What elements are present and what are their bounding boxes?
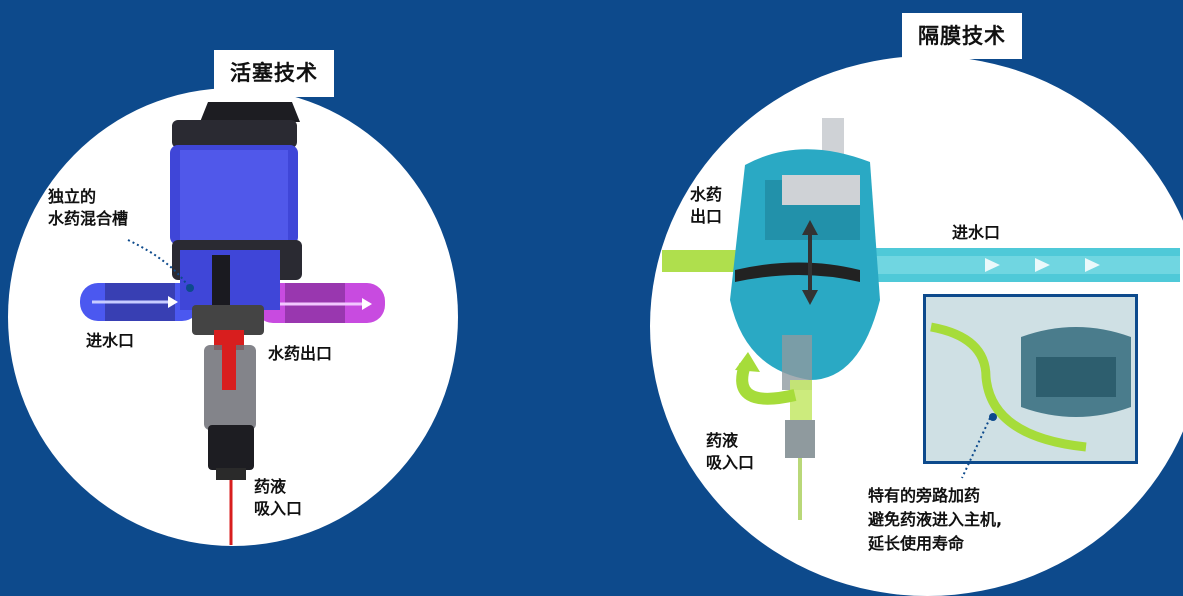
piston-water-inlet-label: 进水口 xyxy=(86,331,135,350)
diaphragm-body xyxy=(730,118,880,458)
bypass-detail-inset xyxy=(923,294,1138,464)
diaphragm-water-inlet-pipe xyxy=(870,248,1180,282)
piston-outlet-label: 水药出口 xyxy=(268,344,333,363)
piston-dispenser-illustration xyxy=(80,102,385,545)
piston-suction-label: 药液 吸入口 xyxy=(254,477,303,518)
bypass-detail-illustration xyxy=(930,322,1131,452)
piston-technology-title: 活塞技术 xyxy=(214,50,334,97)
diaphragm-outlet-label: 水药 出口 xyxy=(690,185,723,226)
water-inlet-pipe xyxy=(80,283,200,321)
outlet-pipe xyxy=(255,283,385,323)
mixing-tank-leader xyxy=(127,239,189,287)
diaphragm-technology-title: 隔膜技术 xyxy=(902,13,1022,59)
diaphragm-suction-flow xyxy=(736,363,797,405)
diaphragm-suction-label: 药液 吸入口 xyxy=(706,431,755,472)
mixing-tank-label: 独立的 水药混合槽 xyxy=(48,187,129,228)
bypass-leader xyxy=(961,417,991,479)
mixing-tank-marker xyxy=(186,284,194,292)
diaphragm-water-inlet-label: 进水口 xyxy=(952,223,1001,242)
piston-body xyxy=(170,102,302,480)
bypass-marker xyxy=(989,413,997,421)
bypass-note: 特有的旁路加药 避免药液进入主机, 延长使用寿命 xyxy=(868,486,1003,553)
diaphragm-outlet-pipe xyxy=(662,250,742,272)
diaphragm-dispenser-illustration xyxy=(662,118,1180,520)
